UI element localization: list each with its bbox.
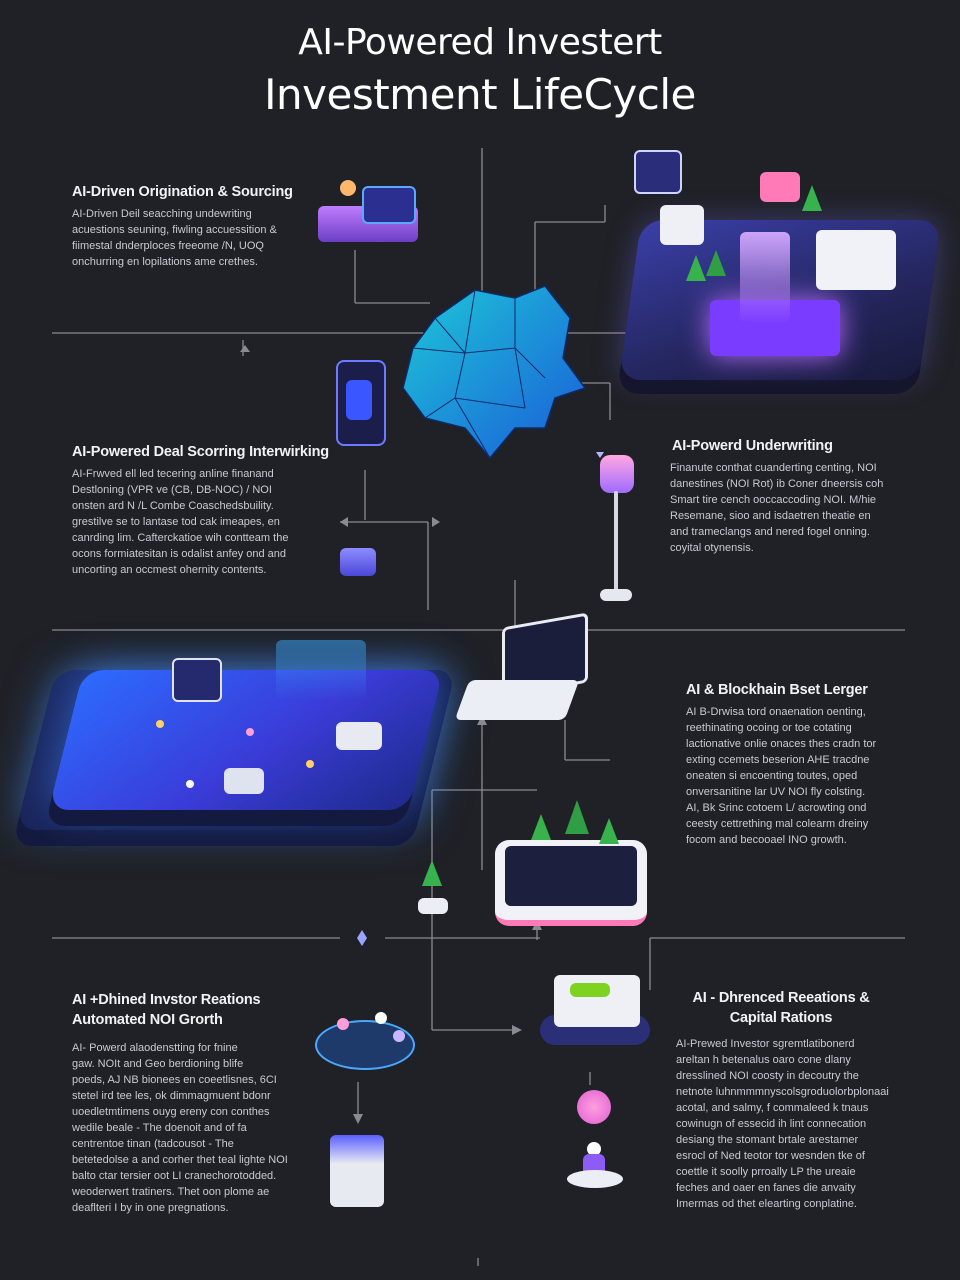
section-investor-relations-heading: AI +Dhined Invstor Reations Automated NO… xyxy=(72,992,261,1028)
asset-tablet-illustration xyxy=(495,800,655,926)
section-capital-relations-body: AI-Prewed Investor sgremtlatibonerd arel… xyxy=(676,1038,889,1210)
screen-illustration xyxy=(172,658,222,702)
section-blockchain-heading: AI & Blockhain Bset Lerger xyxy=(686,682,868,698)
small-tree-illustration xyxy=(418,860,450,920)
section-investor-relations-body: AI- Powerd alaodenstting for fnine gaw. … xyxy=(72,1042,288,1214)
map-illustration xyxy=(402,285,587,460)
server-illustration xyxy=(330,1135,390,1215)
phone-illustration xyxy=(336,360,388,446)
meeting-illustration xyxy=(315,1000,415,1070)
laptop-illustration xyxy=(454,612,592,730)
section-blockchain-body: AI B-Drwisa tord onaenation oenting, ree… xyxy=(686,706,877,846)
section-capital-relations-heading: AI - Dhrenced Reeations & Capital Ration… xyxy=(692,990,870,1026)
title-line-2: Investment LifeCycle xyxy=(264,70,696,119)
section-origination-body: AI-Driven Deil seacching undewriting acu… xyxy=(72,208,277,268)
section-underwriting-heading: AI-Powerd Underwriting xyxy=(672,438,833,454)
pin-figure-illustration xyxy=(565,1090,635,1205)
origination-illustration xyxy=(318,180,438,260)
rv-illustration xyxy=(540,975,660,1055)
underwriting-campus-illustration xyxy=(618,150,942,400)
section-deal-scoring-heading: AI-Powered Deal Scorring Interwirking xyxy=(72,444,329,460)
deal-grid-platform-illustration xyxy=(16,640,456,850)
title-line-1: AI-Powered Investert xyxy=(298,22,662,63)
kiosk-illustration xyxy=(596,455,636,605)
section-origination-heading: AI-Driven Origination & Sourcing xyxy=(72,184,293,200)
cube-illustration xyxy=(340,540,380,580)
section-deal-scoring-body: AI-Frwved ell led tecering anline finana… xyxy=(72,468,289,576)
section-underwriting-body: Finanute conthat cuanderting centing, NO… xyxy=(670,462,884,554)
